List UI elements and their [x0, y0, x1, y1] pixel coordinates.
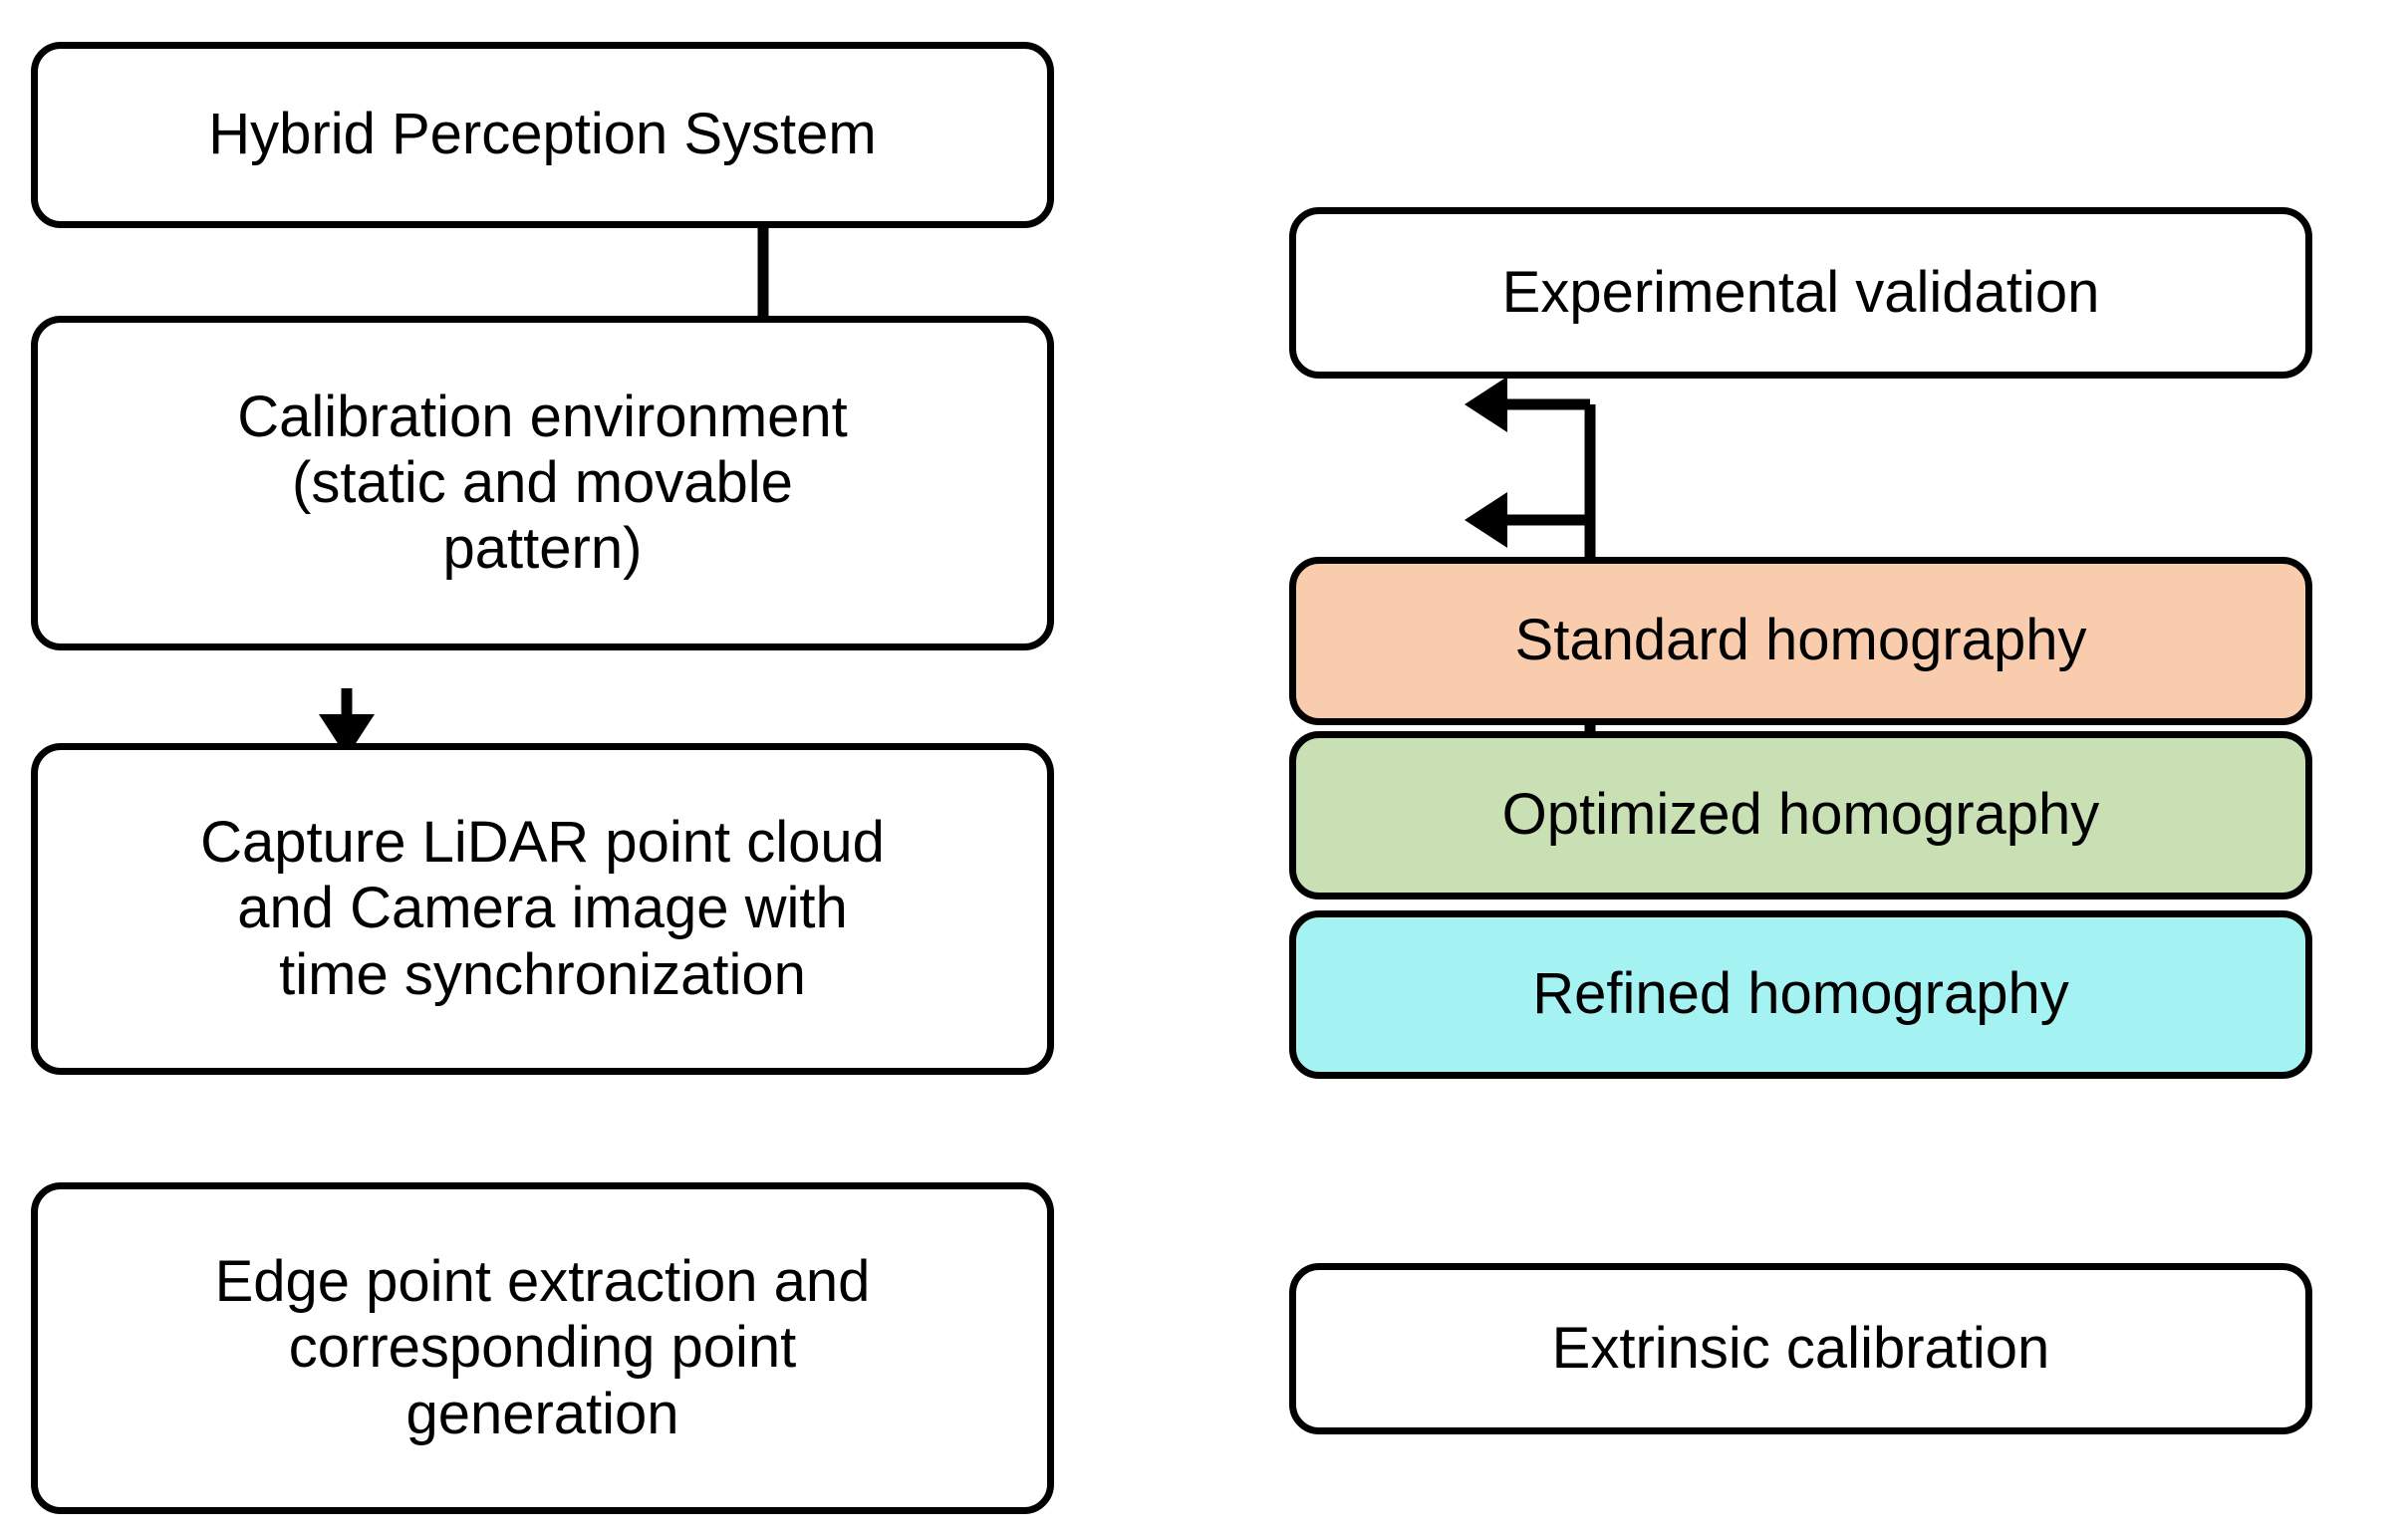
node-standard-homography[interactable]: Standard homography — [1289, 557, 2312, 725]
node-experimental-validation[interactable]: Experimental validation — [1289, 207, 2312, 379]
node-capture-lidar-camera[interactable]: Capture LiDAR point cloud and Camera ima… — [31, 743, 1054, 1075]
node-hybrid-perception-system[interactable]: Hybrid Perception System — [31, 42, 1054, 228]
node-optimized-homography[interactable]: Optimized homography — [1289, 731, 2312, 899]
node-label-calibration-environment: Calibration environment (static and mova… — [237, 384, 848, 582]
node-label-capture-lidar-camera: Capture LiDAR point cloud and Camera ima… — [200, 810, 885, 1007]
node-label-standard-homography: Standard homography — [1514, 608, 2087, 673]
node-label-edge-point-extraction: Edge point extraction and corresponding … — [214, 1249, 871, 1446]
node-edge-point-extraction[interactable]: Edge point extraction and corresponding … — [31, 1182, 1054, 1514]
node-label-hybrid-perception-system: Hybrid Perception System — [208, 102, 877, 167]
node-label-optimized-homography: Optimized homography — [1501, 782, 2100, 848]
node-extrinsic-calibration[interactable]: Extrinsic calibration — [1289, 1263, 2312, 1434]
node-calibration-environment[interactable]: Calibration environment (static and mova… — [31, 316, 1054, 650]
node-refined-homography[interactable]: Refined homography — [1289, 910, 2312, 1079]
node-label-extrinsic-calibration: Extrinsic calibration — [1551, 1315, 2050, 1381]
node-label-experimental-validation: Experimental validation — [1501, 259, 2100, 325]
node-label-refined-homography: Refined homography — [1532, 961, 2069, 1027]
